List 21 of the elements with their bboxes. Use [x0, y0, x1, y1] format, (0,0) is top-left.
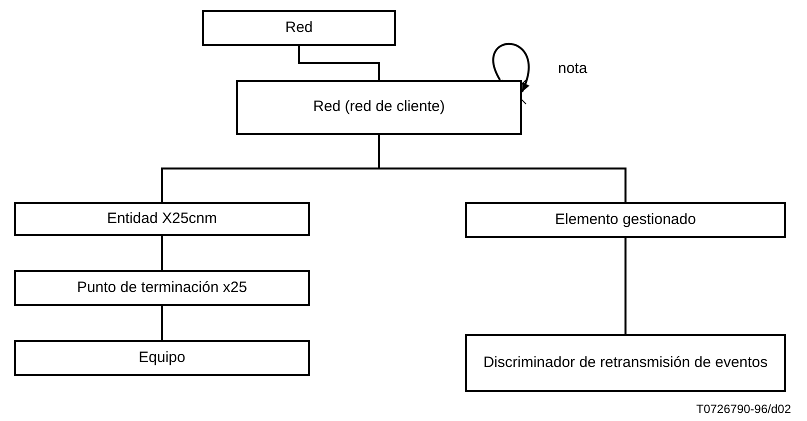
entity-box [202, 10, 396, 46]
connector-line [298, 46, 380, 80]
figure-reference: T0726790-96/d02 [696, 401, 791, 418]
node-label: Red (red de cliente) [313, 98, 445, 117]
entity-box [236, 80, 522, 135]
entity-box [14, 340, 310, 376]
node-label: Equipo [138, 348, 186, 368]
connector-line [624, 238, 626, 334]
entity-box [465, 202, 786, 238]
connector-line [378, 135, 626, 202]
connector-line [161, 236, 163, 270]
entity-box [14, 270, 310, 306]
node-label: Punto de terminación x25 [76, 278, 248, 298]
node-label: Red [285, 18, 313, 38]
connector-line [161, 306, 163, 340]
node-label: Entidad X25cnm [106, 210, 218, 228]
entity-box [14, 202, 310, 236]
entity-box [465, 334, 786, 392]
node-label: Elemento gestionado [555, 210, 696, 230]
node-label: Discriminador de retransmisión de eventos [483, 354, 768, 372]
note-label: nota [558, 59, 588, 79]
